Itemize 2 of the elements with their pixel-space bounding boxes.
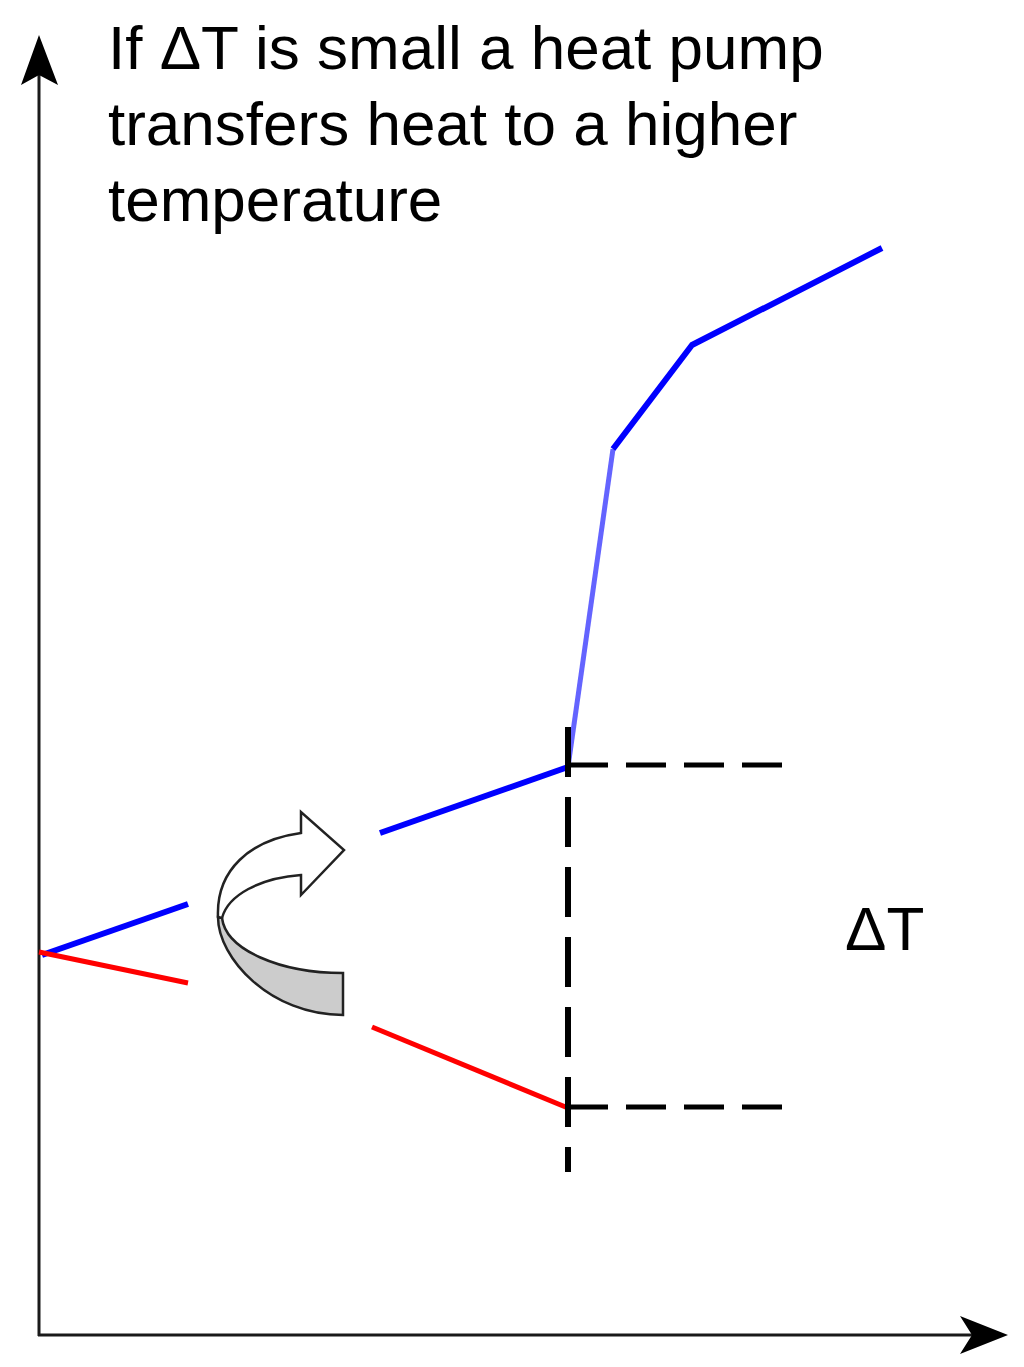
delta-t-label: ΔT (845, 893, 925, 965)
heading-text: If ΔT is small a heat pump transfers heat to a higher temperature (108, 12, 825, 236)
